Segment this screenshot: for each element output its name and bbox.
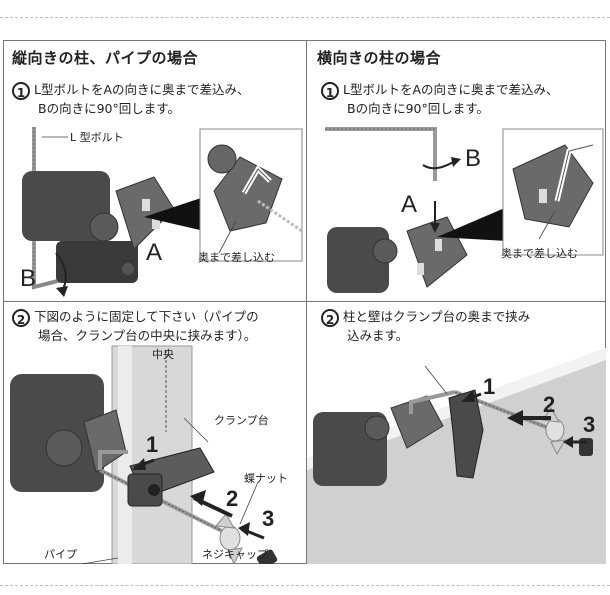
arrow-number-2: 2: [226, 486, 239, 511]
step-number-badge: 1: [321, 81, 339, 100]
bottom-dashed-divider: [0, 585, 610, 586]
label-clamp-base: クランプ台: [214, 414, 269, 427]
letter-b: B: [465, 145, 482, 172]
arrow-number-3: 3: [262, 506, 275, 531]
panel-vertical-pipe-step1: 縦向きの柱、パイプの場合 1 L型ボルトをAの向きに奥まで差込み、 Bの向きに90…: [4, 41, 306, 301]
top-dashed-divider: [0, 17, 610, 18]
step-number-badge: 1: [12, 81, 30, 100]
step-number-badge: 2: [12, 308, 30, 327]
label-center: 中央: [152, 348, 174, 361]
label-insert-fully: 奥まで差し込む: [198, 251, 275, 264]
step-text-line2: 場合、クランプ台の中央に挟みます）。: [38, 327, 257, 343]
arrow-number-1: 1: [146, 432, 159, 457]
clamp-fix-illustration: [307, 348, 606, 564]
bolt-insert-illustration: [22, 127, 303, 297]
letter-a: A: [146, 239, 163, 266]
step-instruction: 2 柱と壁はクランプ台の奥まで挟み 込みます。: [321, 308, 530, 345]
step-text-line1: L型ボルトをAの向きに奥まで差込み、: [34, 82, 250, 97]
step-instruction: 2 下図のように固定して下さい（パイプの 場合、クランプ台の中央に挟みます）。: [12, 308, 259, 345]
step-text-line2: Bの向きに90°回します。: [347, 100, 489, 116]
letter-a: A: [401, 191, 418, 218]
arrow-number-2: 2: [543, 392, 556, 417]
panel-title: 縦向きの柱、パイプの場合: [12, 49, 199, 67]
step-text-line1: L型ボルトをAの向きに奥まで差込み、: [343, 82, 559, 97]
label-l-bolt: L 型ボルト: [70, 131, 124, 144]
step-text-line1: 下図のように固定して下さい（パイプの: [34, 309, 259, 324]
letter-b: B: [20, 265, 37, 292]
step-number-badge: 2: [321, 308, 339, 327]
instruction-grid: 縦向きの柱、パイプの場合 1 L型ボルトをAの向きに奥まで差込み、 Bの向きに90…: [3, 40, 606, 564]
label-screw-cap: ネジキャップ: [202, 548, 268, 561]
step-instruction: 1 L型ボルトをAの向きに奥まで差込み、 Bの向きに90°回します。: [321, 81, 559, 118]
arrow-number-3: 3: [583, 412, 596, 437]
label-pipe: パイプ: [44, 548, 77, 561]
panel-title: 横向きの柱の場合: [317, 49, 442, 67]
clamp-fix-illustration: [10, 345, 278, 564]
vertical-divider: [306, 41, 307, 563]
panel-horizontal-post-step1: 横向きの柱の場合 1 L型ボルトをAの向きに奥まで差込み、 Bの向きに90°回しま…: [307, 41, 606, 301]
label-insert-fully: 奥まで差し込む: [501, 247, 578, 260]
panel-vertical-pipe-step2: 2 下図のように固定して下さい（パイプの 場合、クランプ台の中央に挟みます）。: [4, 302, 306, 564]
step-text-line1: 柱と壁はクランプ台の奥まで挟み: [343, 309, 531, 324]
arrow-number-1: 1: [483, 374, 496, 399]
label-wing-nut: 蝶ナット: [244, 472, 288, 485]
bolt-insert-illustration: [325, 127, 604, 293]
step-text-line2: Bの向きに90°回します。: [38, 100, 180, 116]
step-text-line2: 込みます。: [347, 327, 409, 343]
step-instruction: 1 L型ボルトをAの向きに奥まで差込み、 Bの向きに90°回します。: [12, 81, 250, 118]
horizontal-divider: [4, 301, 605, 302]
panel-horizontal-post-step2: 2 柱と壁はクランプ台の奥まで挟み 込みます。: [307, 302, 606, 564]
